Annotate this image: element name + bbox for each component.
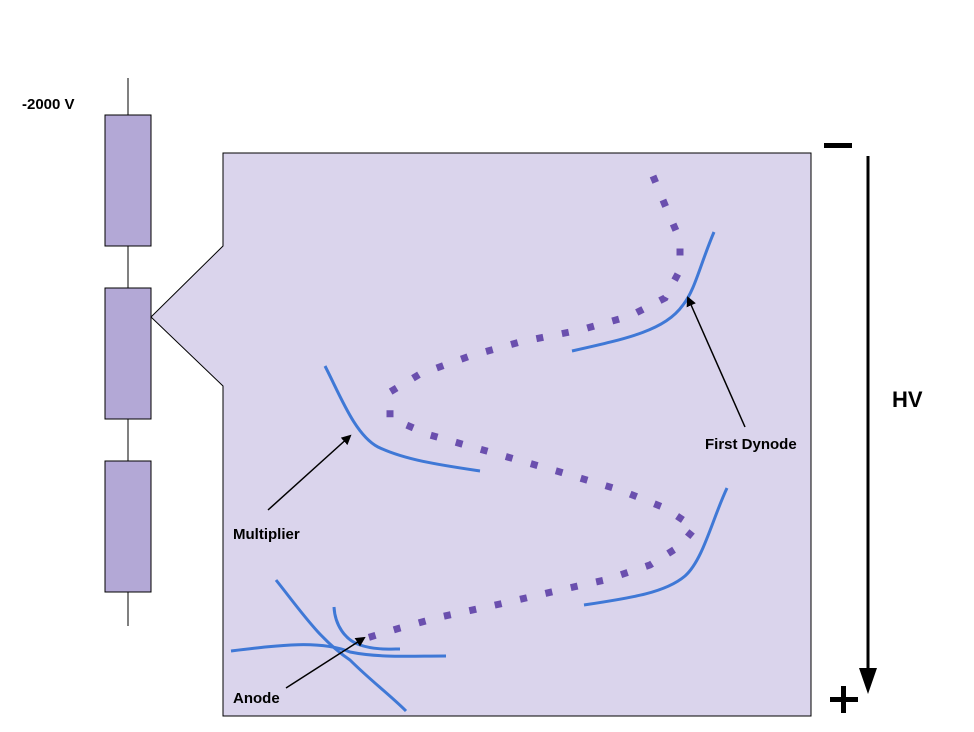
tube-chamber <box>150 152 812 717</box>
first-dynode <box>571 231 716 353</box>
hv-arrow-head <box>859 668 877 694</box>
plus-sign-vertical <box>841 686 846 713</box>
multiplier-dynode <box>323 365 481 473</box>
resistor-icon <box>104 460 152 593</box>
hv-label: HV <box>892 387 923 412</box>
multiplier-label: Multiplier <box>233 526 300 543</box>
minus-sign <box>824 143 852 148</box>
first-dynode-label: First Dynode <box>705 436 797 453</box>
electron-path <box>358 174 701 644</box>
anode-label: Anode <box>233 690 280 707</box>
voltage-label: -2000 V <box>22 96 75 113</box>
arrow-icon <box>267 434 352 511</box>
resistor-icon <box>104 114 152 247</box>
arrow-icon <box>686 296 746 428</box>
arrow-icon <box>285 636 366 689</box>
third-dynode <box>583 487 729 607</box>
anode-curve-main <box>274 579 408 713</box>
resistor-icon <box>104 287 152 420</box>
anode-curve-lower <box>230 643 447 658</box>
